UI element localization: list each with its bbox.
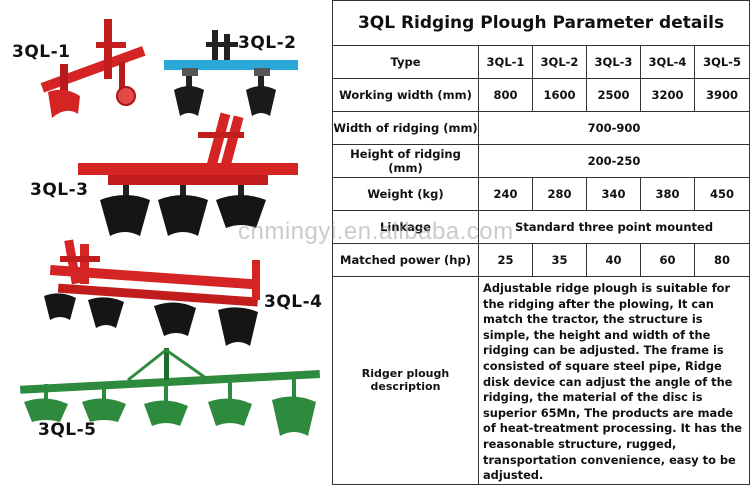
table-row-description: Ridger plough description Adjustable rid… — [332, 276, 750, 485]
table-row-width-of-ridging: Width of ridging (mm) 700-900 — [332, 111, 750, 145]
plough-3ql-1-image — [40, 19, 146, 118]
cell-value: 3200 — [640, 78, 695, 112]
row-label: Ridger plough description — [332, 276, 479, 485]
model-label-3ql-1: 3QL-1 — [12, 42, 71, 62]
plough-3ql-4-image — [44, 239, 260, 346]
model-label-3ql-3: 3QL-3 — [30, 180, 89, 200]
cell-value: 1600 — [532, 78, 587, 112]
cell-value: 450 — [693, 177, 750, 211]
cell-value: 340 — [586, 177, 641, 211]
row-label: Width of ridging (mm) — [332, 111, 479, 145]
cell-value: 35 — [532, 243, 587, 277]
description-text: Adjustable ridge plough is suitable for … — [477, 276, 750, 485]
cell-value: 800 — [478, 78, 533, 112]
type-3ql-1: 3QL-1 — [478, 45, 533, 79]
plough-3ql-2-image — [164, 30, 298, 116]
cell-value: 200-250 — [477, 144, 750, 178]
cell-value: 3900 — [693, 78, 750, 112]
table-title: 3QL Ridging Plough Parameter details — [331, 0, 750, 46]
type-header: Type — [332, 45, 479, 79]
row-label: Linkage — [332, 210, 479, 244]
parameter-table-panel: 3QL Ridging Plough Parameter details Typ… — [331, 0, 750, 485]
table-row-weight: Weight (kg) 240 280 340 380 450 — [332, 177, 750, 211]
row-label: Height of ridging (mm) — [332, 144, 479, 178]
type-3ql-2: 3QL-2 — [532, 45, 587, 79]
cell-value: 60 — [640, 243, 695, 277]
plough-3ql-3-image — [78, 112, 298, 236]
table-row-matched-power: Matched power (hp) 25 35 40 60 80 — [332, 243, 750, 277]
model-label-3ql-4: 3QL-4 — [264, 292, 323, 312]
product-images-panel: 3QL-1 3QL-2 3QL-3 3QL-4 3QL-5 — [0, 0, 330, 470]
cell-value: 80 — [693, 243, 750, 277]
cell-value: 380 — [640, 177, 695, 211]
table-row-height-of-ridging: Height of ridging (mm) 200-250 — [332, 144, 750, 178]
type-3ql-3: 3QL-3 — [586, 45, 641, 79]
parameter-table: 3QL Ridging Plough Parameter details Typ… — [331, 0, 750, 485]
cell-value: 280 — [532, 177, 587, 211]
model-label-3ql-2: 3QL-2 — [238, 33, 297, 53]
row-label: Matched power (hp) — [332, 243, 479, 277]
cell-value: 40 — [586, 243, 641, 277]
cell-value: 240 — [478, 177, 533, 211]
table-row-working-width: Working width (mm) 800 1600 2500 3200 39… — [332, 78, 750, 112]
row-label: Working width (mm) — [332, 78, 479, 112]
table-row-linkage: Linkage Standard three point mounted — [332, 210, 750, 244]
type-3ql-4: 3QL-4 — [640, 45, 695, 79]
row-label: Weight (kg) — [332, 177, 479, 211]
cell-value: Standard three point mounted — [477, 210, 750, 244]
table-header-row: Type 3QL-1 3QL-2 3QL-3 3QL-4 3QL-5 — [332, 45, 750, 79]
cell-value: 2500 — [586, 78, 641, 112]
plough-3ql-5-image — [19, 348, 321, 436]
cell-value: 700-900 — [477, 111, 750, 145]
type-3ql-5: 3QL-5 — [693, 45, 750, 79]
cell-value: 25 — [478, 243, 533, 277]
model-label-3ql-5: 3QL-5 — [38, 420, 97, 440]
